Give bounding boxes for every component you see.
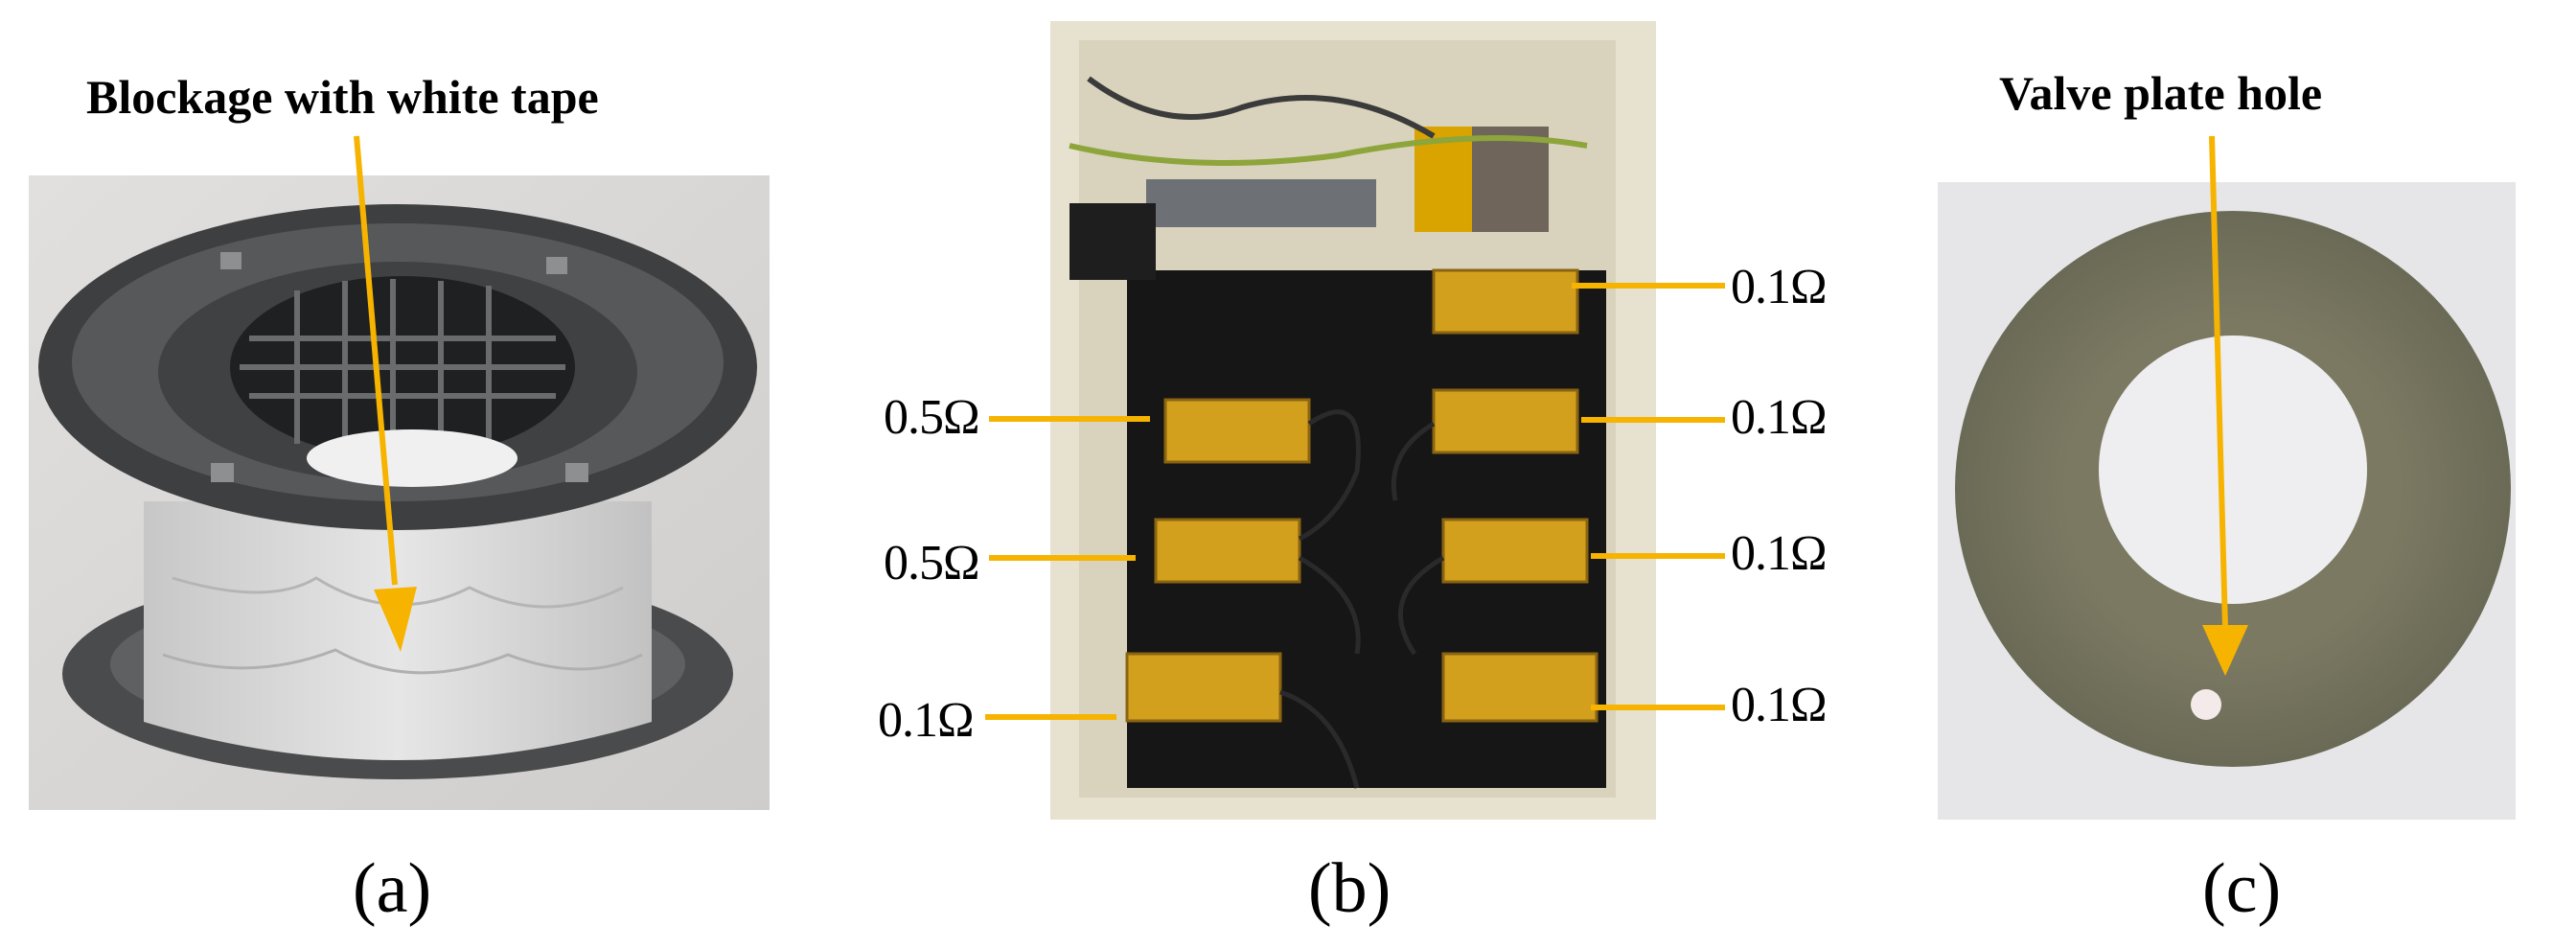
- panel-c-title: Valve plate hole: [1999, 66, 2323, 120]
- resistor-label-right-2: 0.1Ω: [1731, 390, 1828, 445]
- panel-a-title: Blockage with white tape: [86, 70, 599, 124]
- panel-c-caption: (c): [2202, 849, 2282, 928]
- resistor-label-left-2: 0.5Ω: [884, 536, 980, 590]
- resistor-label-right-3: 0.1Ω: [1731, 526, 1828, 581]
- resistor-label-right-4: 0.1Ω: [1731, 678, 1828, 732]
- panel-b-photo-resistor-box: [1050, 21, 1656, 820]
- panel-a-caption: (a): [353, 849, 432, 928]
- panel-b-caption: (b): [1308, 849, 1392, 928]
- panel-c-photo-valve-plate: [1938, 182, 2516, 820]
- resistor-label-left-1: 0.5Ω: [884, 390, 980, 445]
- panel-a-photo-filter: [29, 175, 770, 810]
- resistor-label-left-3: 0.1Ω: [878, 693, 975, 748]
- resistor-label-right-1: 0.1Ω: [1731, 260, 1828, 314]
